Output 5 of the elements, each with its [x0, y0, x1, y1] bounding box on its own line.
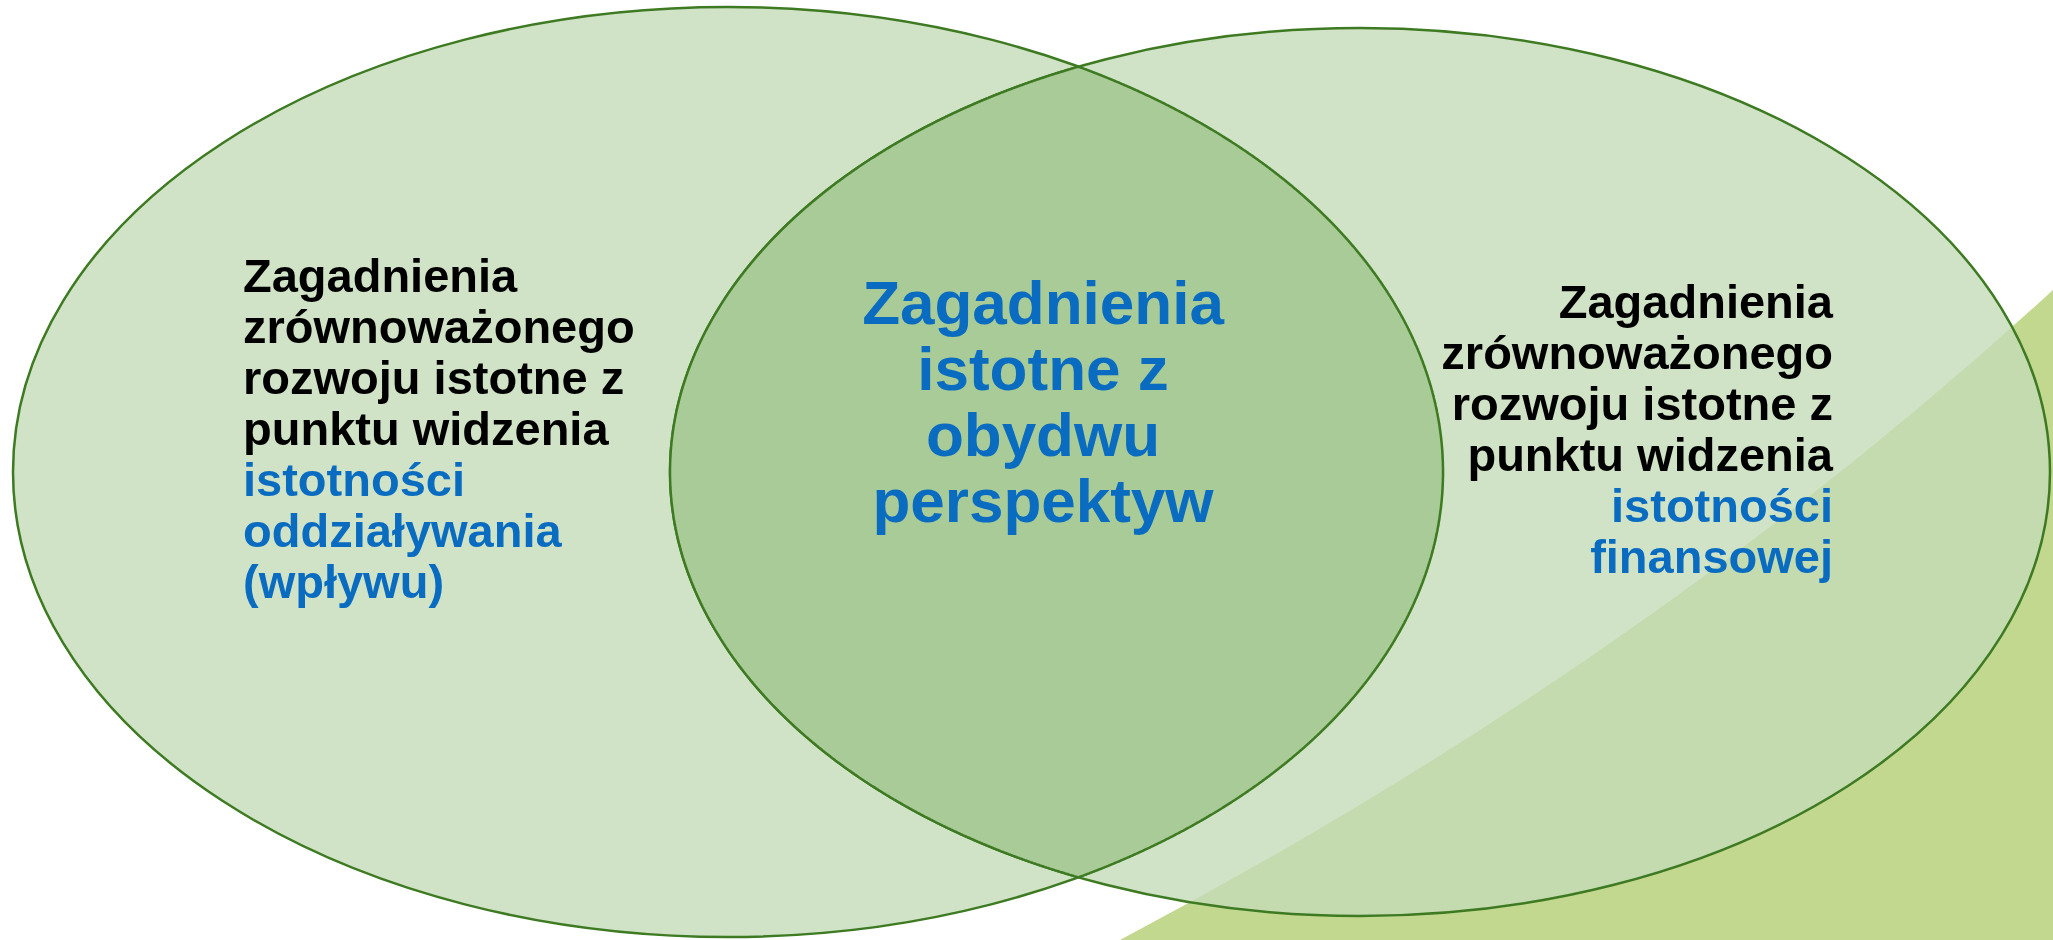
circle-label-highlight: istotności finansowej: [1590, 480, 1833, 582]
circle-label: Zagadnienia zrównoważonego rozwoju istotne z punktu widzenia: [243, 250, 636, 454]
circle-label: Zagadnienia zrównoważonego rozwoju istotne z punktu widzenia: [1440, 276, 1833, 480]
circle-label-highlight: istotności oddziaływania (wpływu): [243, 454, 563, 607]
overlap-label: Zagadnienia istotne z obydwu perspektyw: [861, 270, 1226, 534]
